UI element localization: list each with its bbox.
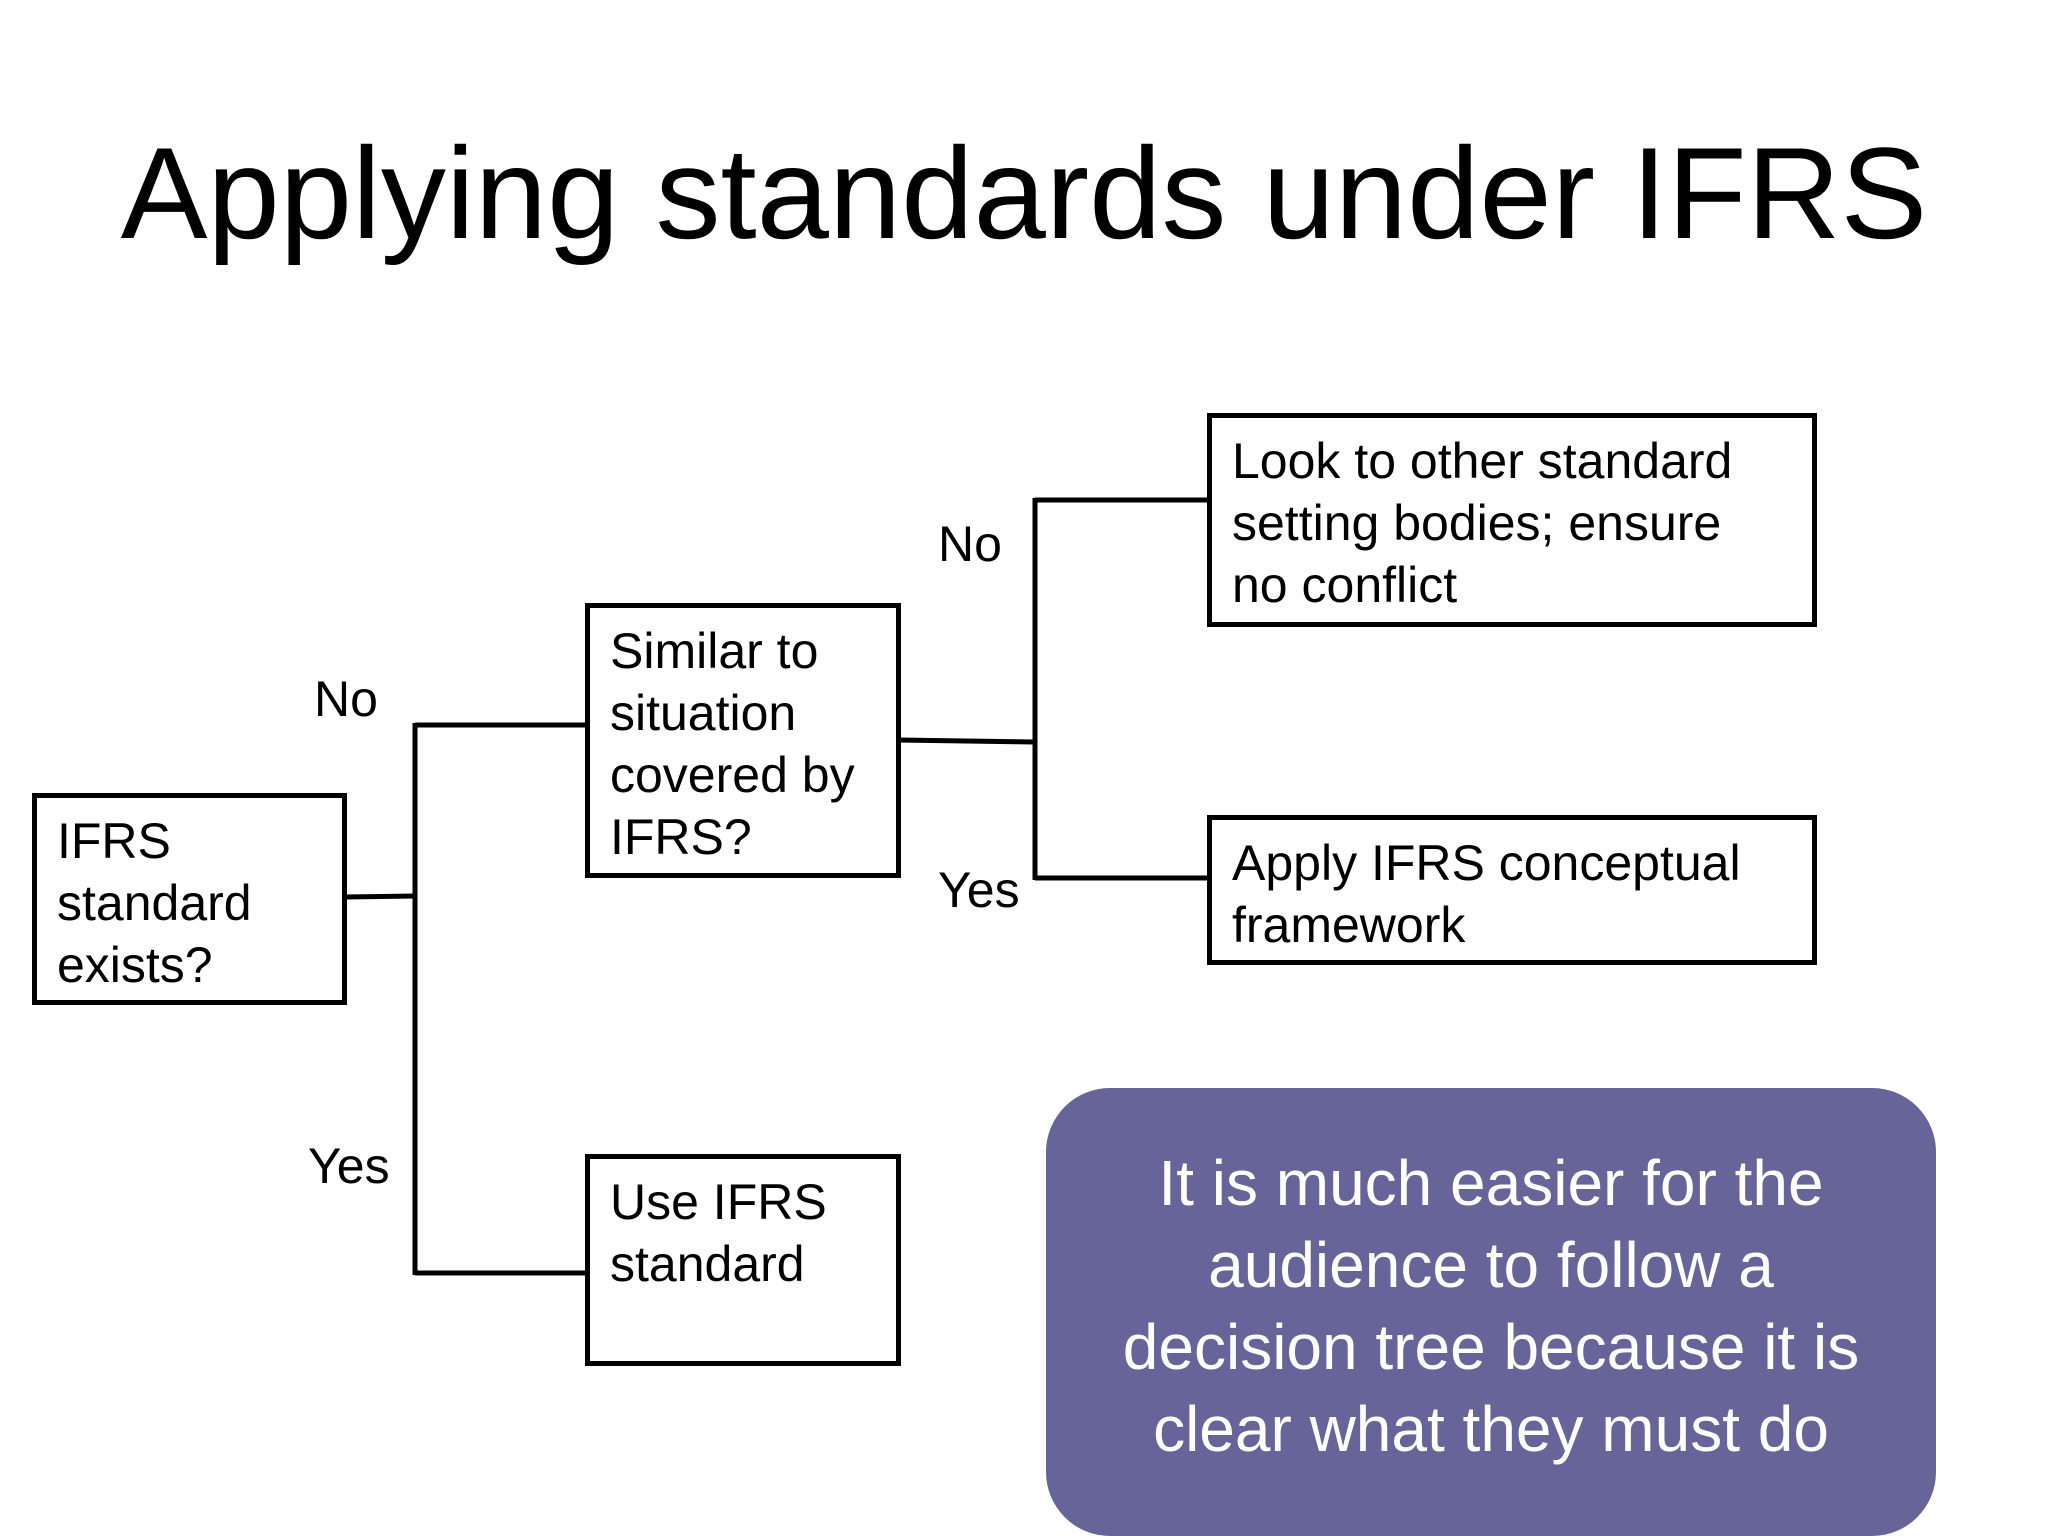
similar-situation-line-3: covered by bbox=[610, 747, 855, 803]
other-standard-bodies-box: Look to other standard setting bodies; e… bbox=[1207, 413, 1817, 627]
conceptual-framework-line-1: Apply IFRS conceptual bbox=[1232, 835, 1741, 891]
root-yes-label: Yes bbox=[308, 1138, 390, 1194]
other-standard-bodies-line-3: no conflict bbox=[1232, 557, 1458, 613]
use-ifrs-standard-line-2: standard bbox=[610, 1236, 805, 1292]
similar-stem-line bbox=[897, 737, 1036, 745]
slide-title: Applying standards under IFRS bbox=[120, 120, 1928, 266]
conceptual-framework-line-2: framework bbox=[1232, 897, 1466, 953]
root-no-label: No bbox=[314, 671, 378, 727]
takeaway-line-1: It is much easier for the bbox=[1158, 1147, 1824, 1219]
other-standard-bodies-line-1: Look to other standard bbox=[1232, 433, 1733, 489]
ifrs-standard-exists-line-1: IFRS bbox=[57, 813, 171, 869]
use-ifrs-standard-line-1: Use IFRS bbox=[610, 1174, 827, 1230]
similar-situation-line-4: IFRS? bbox=[610, 809, 752, 865]
takeaway-line-2: audience to follow a bbox=[1208, 1229, 1774, 1301]
similar-situation-line-2: situation bbox=[610, 685, 797, 741]
similar-yes-label: Yes bbox=[938, 862, 1020, 918]
ifrs-standard-exists-line-2: standard bbox=[57, 875, 252, 931]
other-standard-bodies-line-2: setting bodies; ensure bbox=[1232, 495, 1722, 551]
similar-no-label: No bbox=[938, 516, 1002, 572]
takeaway-line-4: clear what they must do bbox=[1153, 1393, 1829, 1465]
similar-situation-box: Similar to situation covered by IFRS? bbox=[585, 603, 901, 878]
similar-situation-line-1: Similar to bbox=[610, 623, 819, 679]
takeaway-line-3: decision tree because it is bbox=[1122, 1311, 1860, 1383]
ifrs-standard-exists-line-3: exists? bbox=[57, 937, 213, 993]
ifrs-standard-exists-box: IFRS standard exists? bbox=[32, 793, 347, 1005]
conceptual-framework-box: Apply IFRS conceptual framework bbox=[1207, 815, 1817, 965]
root-stem-line bbox=[344, 893, 416, 900]
takeaway-callout: It is much easier for the audience to fo… bbox=[1046, 1088, 1936, 1536]
use-ifrs-standard-box: Use IFRS standard bbox=[585, 1154, 901, 1366]
